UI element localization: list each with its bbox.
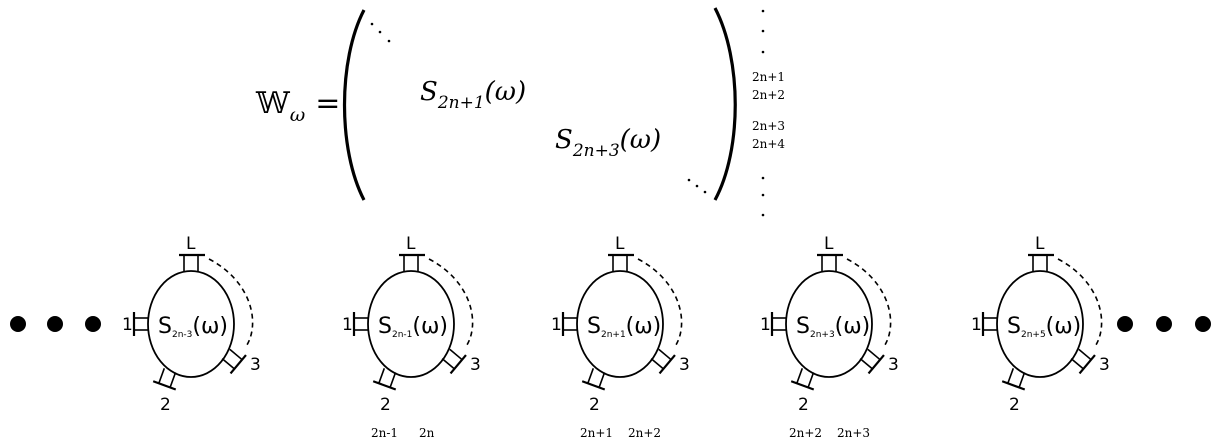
port-right [859,348,885,375]
port-right [1070,348,1096,375]
port-left [352,312,368,336]
port-bottom [372,368,397,391]
port-label-top: L [186,234,196,254]
port-label-bottom: 2 [1009,395,1020,415]
circulator-body [367,270,455,378]
index-label: 2n+2 [628,426,661,440]
circulator: L 1 2 3 S2n-3(ω) [122,234,261,415]
right-ellipsis-dots [1117,316,1211,332]
vertical-dots-bottom [761,176,765,217]
port-label-bottom: 2 [589,395,600,415]
port-label-top: L [406,234,416,254]
circulator-label: S2n+5(ω) [1007,314,1081,340]
port-label-bottom: 2 [160,395,171,415]
circulator-label: S2n-1(ω) [378,314,448,340]
lhs-subscript: ω [290,104,306,126]
row-label: 2n+2 [752,88,785,102]
port-label-left: 1 [971,315,982,335]
right-paren [713,7,737,201]
port-right [650,348,676,375]
circulator-body [785,270,873,378]
port-top [1028,253,1054,271]
port-label-right: 3 [250,355,261,375]
top-diagonal-dots [370,22,391,43]
port-label-top: L [615,234,625,254]
circulator-label: S2n+1(ω) [587,314,661,340]
port-label-right: 3 [679,355,690,375]
port-bottom [790,368,815,391]
row-label: 2n+1 [752,70,785,84]
row-label: 2n+3 [752,119,785,133]
port-label-top: L [824,234,834,254]
index-label: 2n+2 [789,426,822,440]
circulator-label: S2n+3(ω) [796,314,870,340]
vertical-dots-top [761,9,765,54]
matrix-equation: 𝕎ω = S2n+1(ω) S2n+3(ω) 2n+1 2n+2 2n+3 2n+… [255,7,785,217]
lhs-symbol: 𝕎 [255,86,291,121]
port-label-right: 3 [1099,355,1110,375]
index-label: 2n-1 [371,426,398,440]
circulator: L 1 2 3 S2n+5(ω) [971,234,1110,415]
left-paren [342,9,366,201]
port-label-right: 3 [888,355,899,375]
port-label-left: 1 [760,315,771,335]
port-label-right: 3 [470,355,481,375]
equals-sign: = [315,86,340,121]
svg-text:𝕎ω=: 𝕎ω = [255,86,340,126]
circulator-body [576,270,664,378]
port-left [770,312,786,336]
port-top [817,253,843,271]
port-right [221,348,247,375]
circulator: L 1 2 3 S2n-1(ω) 2n-1 2n [342,234,481,440]
port-label-bottom: 2 [798,395,809,415]
port-label-top: L [1035,234,1045,254]
port-label-bottom: 2 [380,395,391,415]
port-bottom [1001,368,1026,391]
circulator-label: S2n-3(ω) [158,314,228,340]
index-label: 2n+3 [837,426,870,440]
port-bottom [581,368,606,391]
port-left [981,312,997,336]
port-top [179,253,205,271]
circulator-body [147,270,235,378]
port-left [132,312,148,336]
circulator: L 1 2 3 S2n+3(ω) 2n+2 2n+3 [760,234,899,440]
left-ellipsis-dots [10,316,101,332]
matrix-entry-2: S2n+3(ω) [555,125,661,161]
index-label: 2n+1 [580,426,613,440]
bottom-diagonal-dots [687,178,707,194]
circulator-body [996,270,1084,378]
port-label-left: 1 [342,315,353,335]
port-label-left: 1 [551,315,562,335]
row-label: 2n+4 [752,137,785,151]
matrix-entry-1: S2n+1(ω) [420,77,526,113]
index-label: 2n [419,426,435,440]
circulator-chain: L 1 2 3 S2n-3(ω) L 1 2 3 S2n-1(ω) 2n-1 2n L 1 2 3 S2n+1(… [122,234,1110,440]
port-top [399,253,425,271]
circulator: L 1 2 3 S2n+1(ω) 2n+1 2n+2 [551,234,690,440]
port-top [608,253,634,271]
port-right [441,348,467,375]
port-left [561,312,577,336]
port-label-left: 1 [122,315,133,335]
port-bottom [152,368,177,391]
